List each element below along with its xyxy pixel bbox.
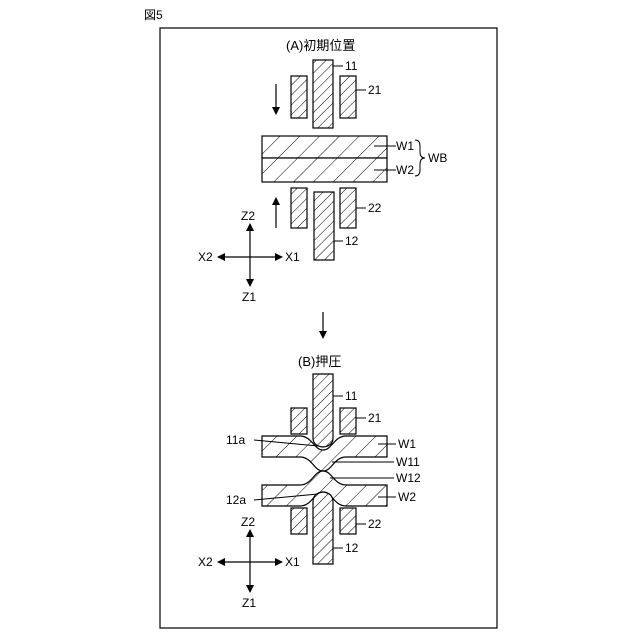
label-sheet-w1: W1 [398,437,416,451]
axis-label-x2: X2 [198,250,213,264]
label-holder-upper: 21 [368,411,382,425]
panel-b-title: (B)押圧 [298,354,341,369]
label-electrode-lower: 12 [345,234,359,248]
lower-holder-left [291,188,307,228]
panel-a-title: (A)初期位置 [286,38,355,53]
lower-electrode [314,192,334,260]
axis-label-x1: X1 [285,555,300,569]
upper-holder-left [291,408,307,434]
label-sheet-w1: W1 [396,139,414,153]
axis-label-z2: Z2 [241,515,255,529]
panel-b: (B)押圧 11 21 12 22 W1 W11 W12 W2 11a [198,354,421,610]
upper-holder-right [340,408,356,434]
label-tip-12a: 12a [226,493,246,507]
label-electrode-upper: 11 [345,59,358,73]
axis-label-x1: X1 [285,250,300,264]
label-holder-lower: 22 [368,201,382,215]
lower-holder-right [340,508,356,534]
panel-a: (A)初期位置 11 21 W1 W2 WB 12 22 [198,38,447,304]
upper-electrode [313,60,333,128]
label-sheet-w2: W2 [398,490,416,504]
upper-holder-left [291,76,307,118]
axis-label-z1: Z1 [242,596,256,610]
label-holder-upper: 21 [368,83,382,97]
upper-electrode [313,374,333,447]
stack-brace [415,140,425,176]
label-holder-lower: 22 [368,517,382,531]
sheet-w2 [262,158,387,182]
label-stack: WB [428,151,447,165]
lower-holder-left [291,508,307,534]
label-electrode-lower: 12 [345,541,359,555]
label-deform-w11: W11 [396,455,420,469]
sheet-w1 [262,136,387,158]
axis-label-z1: Z1 [242,290,256,304]
axis-label-z2: Z2 [241,209,255,223]
label-tip-11a: 11a [226,433,245,447]
label-sheet-w2: W2 [396,163,414,177]
label-deform-w12: W12 [396,471,421,485]
lower-electrode [313,492,333,564]
figure-label: 図5 [144,8,163,22]
lower-holder-right [340,188,356,228]
label-electrode-upper: 11 [345,389,358,403]
upper-holder-right [340,76,356,118]
axis-label-x2: X2 [198,555,213,569]
